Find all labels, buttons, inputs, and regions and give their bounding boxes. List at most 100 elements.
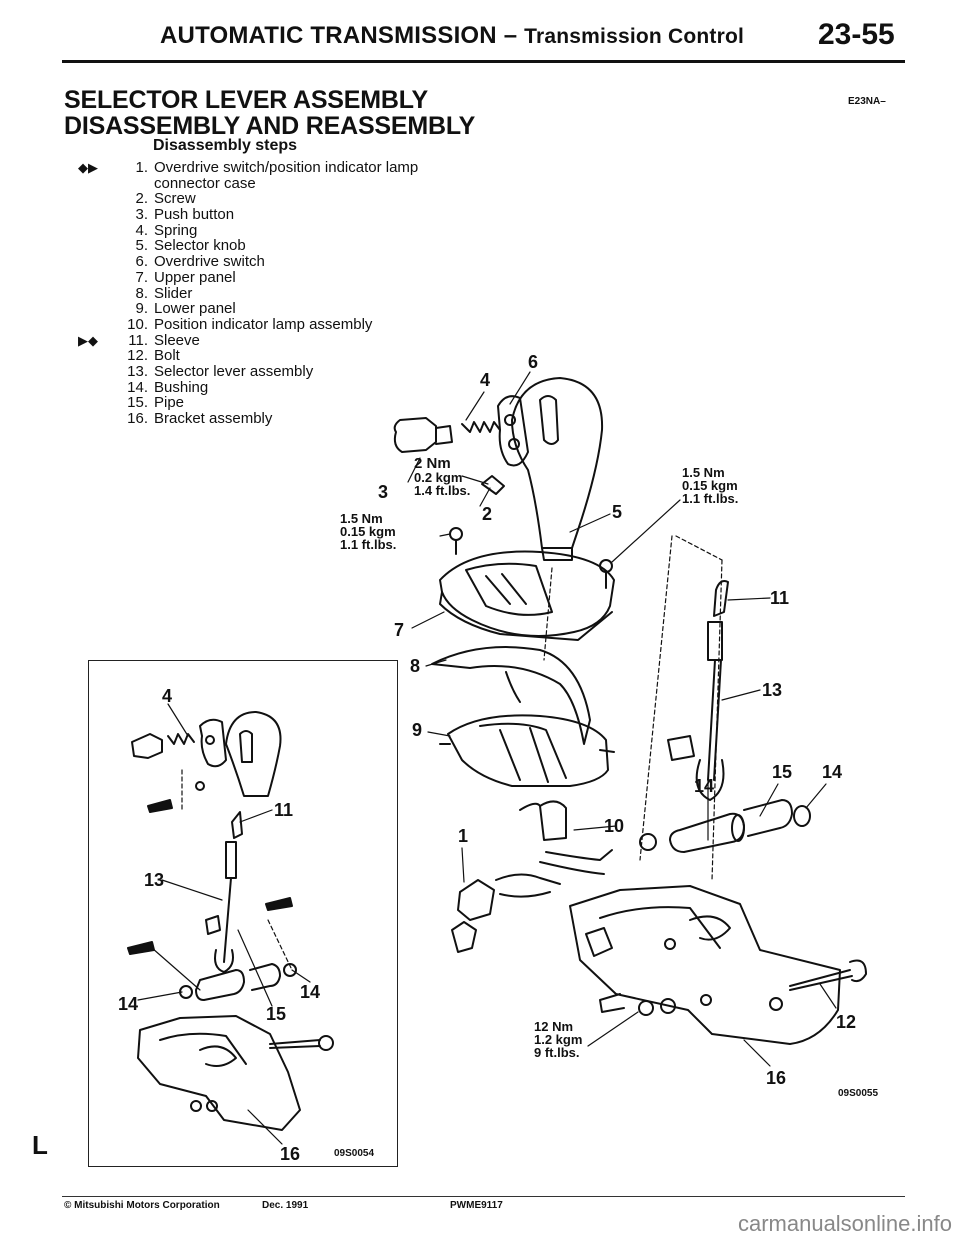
step-text: Overdrive switch/position indicator lamp — [154, 159, 419, 176]
slider-drawing — [431, 646, 591, 745]
callout-14-left: 14 — [694, 776, 715, 796]
step-number: 15. — [127, 394, 148, 412]
step-text: Spring — [154, 221, 198, 239]
inset-callout-11: 11 — [274, 800, 294, 820]
step-item: 7.Upper panel — [100, 268, 418, 286]
inset-leader-lines — [137, 703, 311, 1145]
step-item: 16.Bracket assembly — [100, 411, 418, 427]
step-number: 8. — [135, 284, 148, 302]
section-title-line1: SELECTOR LEVER ASSEMBLY — [64, 86, 428, 114]
nuts-drawing — [638, 998, 676, 1016]
step-text: Selector lever assembly — [154, 362, 314, 380]
callout-1: 1 — [458, 826, 469, 846]
footer-rule — [62, 1196, 905, 1197]
main-leader-lines — [407, 371, 837, 1067]
step-item: 10. Position indicator lamp assembly — [100, 317, 418, 333]
torque-right-ftlbs: 1.1 ft.lbs. — [682, 491, 739, 506]
step-text: Sleeve — [154, 331, 200, 349]
header-main-title: AUTOMATIC TRANSMISSION — [160, 22, 497, 49]
inset-figure-code: 09S0054 — [334, 1148, 375, 1159]
step-text: Position indicator lamp assembly — [154, 315, 373, 333]
torque-button-ftlbs: 1.4 ft.lbs. — [414, 483, 471, 498]
step-item: 13. Selector lever assembly — [100, 364, 418, 380]
torque-left-nm: 1.5 Nm — [340, 511, 383, 526]
callout-13: 13 — [762, 680, 783, 700]
step-item: 12. Bolt — [100, 348, 418, 364]
step-number: 10. — [127, 315, 148, 333]
header-subtitle: Transmission Control — [524, 25, 745, 48]
inset-figure-frame — [88, 660, 398, 1167]
pipe-drawing — [669, 812, 745, 853]
inset-bracket-drawing — [137, 1015, 334, 1131]
torque-left-kgm: 0.15 kgm — [340, 524, 396, 539]
torque-left-ftlbs: 1.1 ft.lbs. — [340, 537, 397, 552]
page-corner-mark: L — [32, 1130, 48, 1160]
callout-4: 4 — [480, 370, 491, 390]
inset-callout-14-left: 14 — [118, 994, 139, 1014]
step-number: 7. — [135, 268, 148, 286]
section-code: E23NA– — [848, 96, 886, 107]
footer-copyright: © Mitsubishi Motors Corporation — [64, 1200, 220, 1211]
step-item: 5.Selector knob — [100, 238, 418, 254]
torque-right-nm: 1.5 Nm — [682, 465, 725, 480]
callout-7: 7 — [394, 620, 405, 640]
lower-panel-drawing — [439, 714, 615, 787]
sleeve-drawing — [667, 735, 695, 761]
bracket-assembly-drawing — [569, 885, 841, 1045]
torque-button-nm: 2 Nm — [414, 455, 451, 472]
callout-6: 6 — [528, 352, 539, 372]
bolt-drawing — [789, 959, 867, 991]
step-text: Screw — [154, 190, 196, 208]
step-item: 3.Push button — [100, 207, 418, 223]
callout-10: 10 — [604, 816, 625, 836]
torque-bracket-nuts: 12 Nm 1.2 kgm 9 ft.lbs. — [534, 1020, 582, 1059]
header-rule — [62, 60, 905, 63]
footer-pub-code: PWME9117 — [450, 1200, 503, 1211]
step-item: 8.Slider — [100, 284, 418, 302]
step-number: 16. — [127, 410, 148, 427]
inset-lever-drawing — [205, 811, 243, 973]
callout-3: 3 — [378, 482, 389, 502]
step-mark: ▶◆ — [78, 332, 98, 348]
step-number: 3. — [135, 206, 148, 224]
overdrive-switch-drawing — [497, 395, 529, 467]
torque-right-screw: 1.5 Nm 0.15 kgm 1.1 ft.lbs. — [682, 466, 738, 505]
inset-callout-13: 13 — [144, 870, 165, 890]
step-mark: ◆▶ — [78, 160, 98, 175]
page-number: 23-55 — [818, 18, 895, 51]
page-header-title: AUTOMATIC TRANSMISSION – Transmission Co… — [160, 22, 744, 50]
step-number: 6. — [135, 253, 148, 271]
callout-12: 12 — [836, 1012, 857, 1032]
torque-button-kgm: 0.2 kgm — [414, 470, 463, 485]
step-text: Bushing — [154, 378, 209, 396]
step-number: 5. — [135, 237, 148, 255]
callout-15: 15 — [772, 762, 793, 782]
step-text: connector case — [154, 174, 256, 192]
callout-9: 9 — [412, 720, 423, 740]
steps-list: ◆▶ 1. Overdrive switch/position indicator … — [78, 159, 419, 427]
callout-16: 16 — [766, 1068, 787, 1088]
callout-11: 11 — [770, 588, 790, 608]
step-number: 13. — [127, 362, 148, 380]
step-number: 2. — [135, 190, 148, 208]
step-item: 15.Pipe — [100, 395, 418, 411]
inset-knob-drawing — [131, 711, 282, 797]
screw-drawing-2 — [481, 475, 505, 495]
step-text: Bolt — [154, 347, 180, 365]
screw-drawing-left — [449, 527, 463, 555]
torque-bracket-kgm: 1.2 kgm — [534, 1032, 583, 1047]
step-number: 1. — [135, 159, 148, 176]
upper-panel-drawing — [439, 550, 615, 641]
torque-bracket-nm: 12 Nm — [534, 1019, 574, 1034]
main-figure-code: 09S0055 — [838, 1088, 879, 1099]
step-number: 12. — [127, 347, 148, 365]
indicator-lamp-drawing — [519, 800, 613, 875]
step-item: 4. Spring — [100, 221, 418, 239]
inset-wrench-symbols — [127, 799, 293, 955]
step-item: 6.Overdrive switch — [100, 254, 418, 270]
step-number: 4. — [135, 221, 148, 239]
watermark: carmanualsonline.info — [737, 1211, 952, 1236]
inset-callout-14-right: 14 — [300, 982, 321, 1002]
section-title-line2: DISASSEMBLY AND REASSEMBLY — [64, 112, 476, 140]
